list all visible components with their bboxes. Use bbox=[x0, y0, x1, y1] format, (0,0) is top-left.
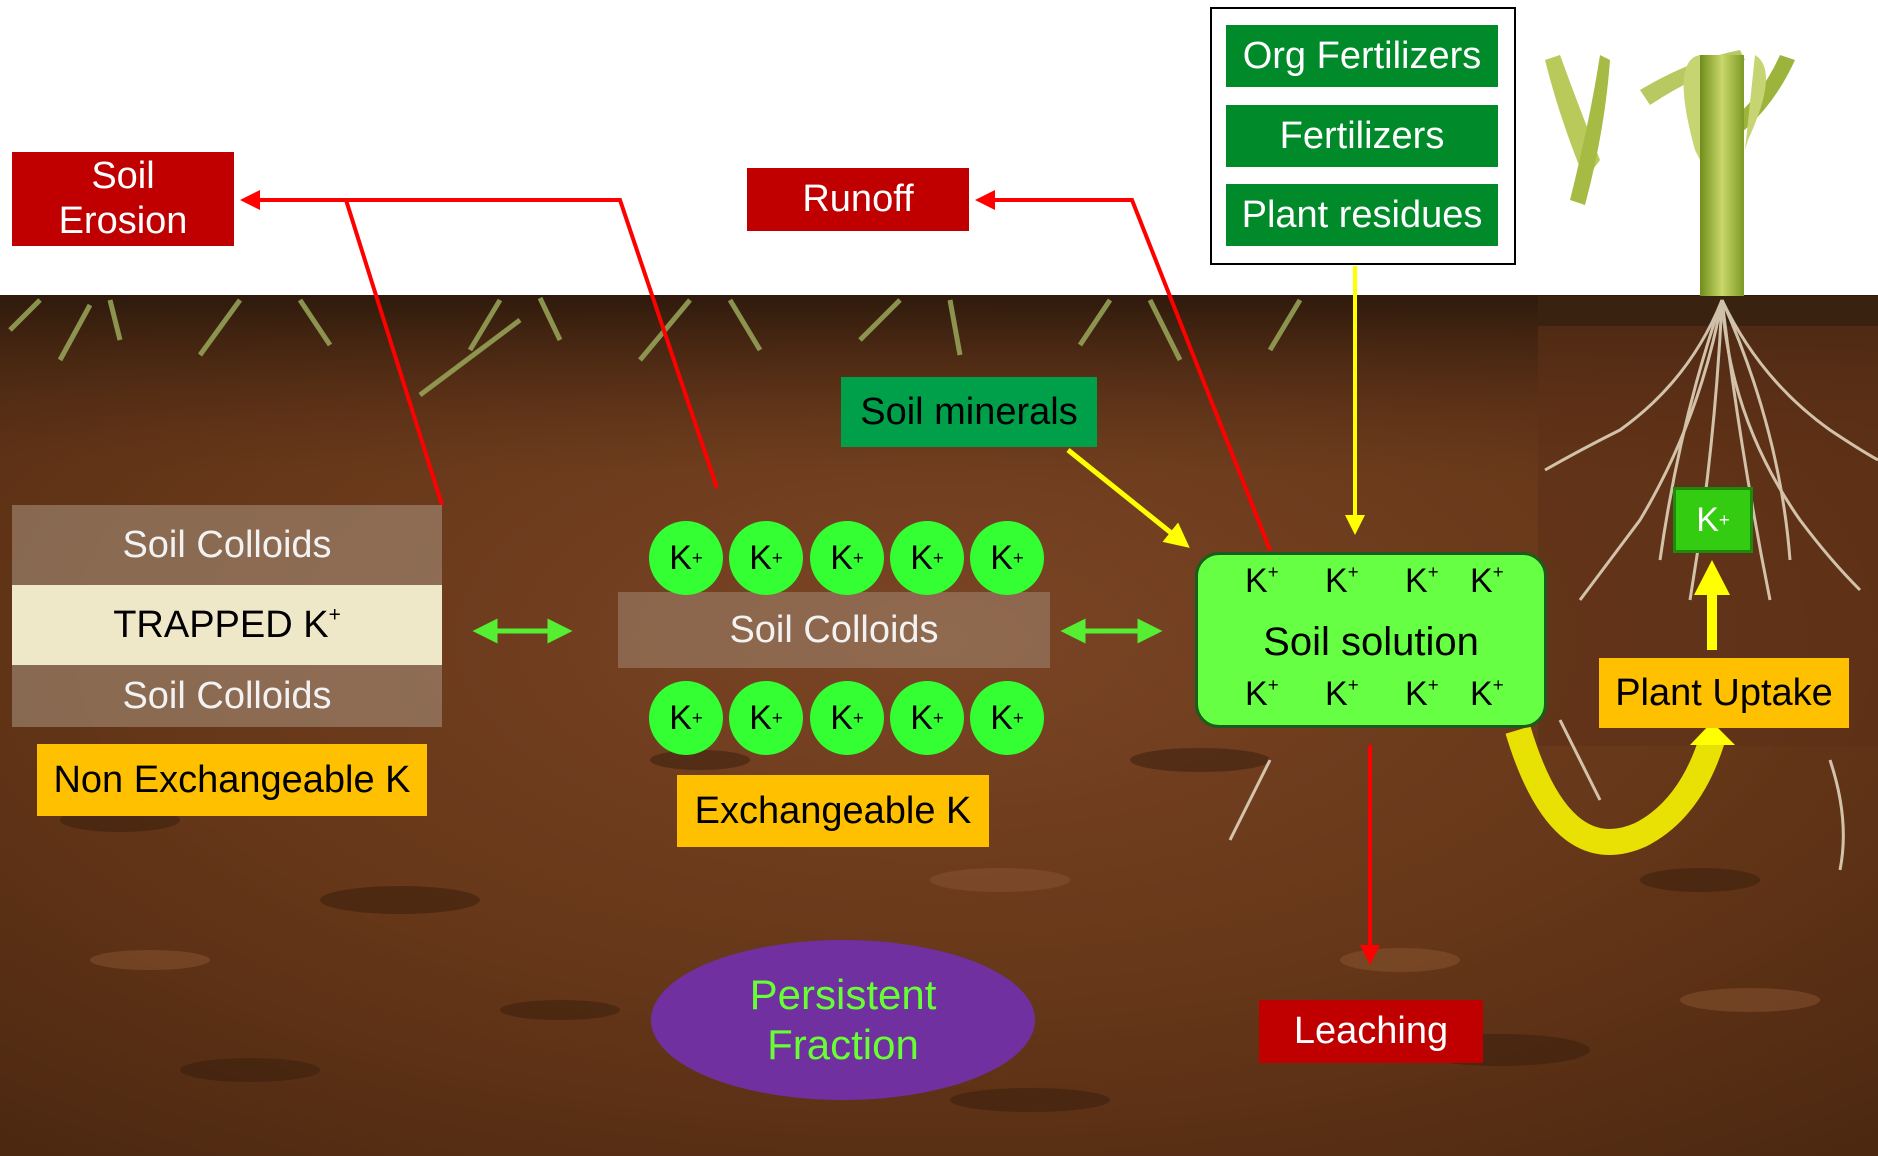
k-ion-label: K+ bbox=[1405, 673, 1439, 713]
grass-icon bbox=[8, 296, 1303, 397]
org-fertilizers-box: Org Fertilizers bbox=[1226, 25, 1498, 87]
runoff-arrow bbox=[975, 190, 1272, 551]
runoff-box: Runoff bbox=[747, 168, 969, 231]
plant-residues-label: Plant residues bbox=[1241, 193, 1483, 236]
soil-colloids-top: Soil Colloids bbox=[12, 505, 442, 585]
non-exchangeable-k-label: Non Exchangeable K bbox=[53, 758, 411, 801]
k-ion: K+ bbox=[890, 521, 964, 595]
k-ion: K+ bbox=[890, 681, 964, 755]
plant-uptake-label: Plant Uptake bbox=[1615, 671, 1833, 714]
k-ion: K+ bbox=[810, 521, 884, 595]
soil-solution-box bbox=[1195, 552, 1547, 728]
k-ion-label: K+ bbox=[1325, 673, 1359, 713]
trapped-k-label: TRAPPED K+ bbox=[113, 602, 341, 646]
soil-colloids-center: Soil Colloids bbox=[618, 592, 1050, 668]
org-fertilizers-label: Org Fertilizers bbox=[1242, 34, 1482, 77]
persistent-fraction-label: Persistent Fraction bbox=[749, 971, 937, 1068]
exchangeable-k-box: Exchangeable K bbox=[677, 775, 989, 847]
k-ion-label: K+ bbox=[1470, 673, 1504, 713]
soil-solution-title: Soil solution bbox=[1263, 620, 1479, 665]
k-ion: K+ bbox=[649, 681, 723, 755]
k-ion: K+ bbox=[729, 521, 803, 595]
soil-erosion-line1: Soil bbox=[91, 155, 155, 198]
fertilizers-label: Fertilizers bbox=[1279, 114, 1445, 157]
soil-solution-ions-bottom: K+ K+ K+ K+ bbox=[1195, 675, 1547, 725]
k-ion-label: K+ bbox=[1405, 560, 1439, 600]
minerals-input-arrow bbox=[1066, 448, 1190, 548]
exchangeable-k-label: Exchangeable K bbox=[694, 789, 972, 832]
k-ion-label: K+ bbox=[1470, 560, 1504, 600]
runoff-label: Runoff bbox=[802, 178, 914, 221]
persistent-fraction-ellipse bbox=[651, 940, 1035, 1100]
k-ion-label: K+ bbox=[1245, 560, 1279, 600]
uptake-arrow bbox=[1505, 560, 1735, 855]
k-ion: K+ bbox=[970, 521, 1044, 595]
soil-colloids-bottom: Soil Colloids bbox=[12, 665, 442, 727]
non-exchangeable-k-box: Non Exchangeable K bbox=[37, 744, 427, 816]
leaching-label: Leaching bbox=[1293, 1010, 1449, 1053]
soil-minerals-box: Soil minerals bbox=[841, 377, 1097, 447]
fertilizers-box: Fertilizers bbox=[1226, 105, 1498, 167]
trapped-k-band: TRAPPED K+ bbox=[12, 585, 442, 665]
soil-solution-ions-top: K+ K+ K+ K+ bbox=[1195, 562, 1547, 612]
k-ion: K+ bbox=[649, 521, 723, 595]
erosion-arrow bbox=[240, 190, 719, 506]
soil-erosion-box: Soil Erosion bbox=[12, 152, 234, 246]
k-ion-label: K+ bbox=[1245, 673, 1279, 713]
leaching-box: Leaching bbox=[1259, 1000, 1483, 1063]
k-ion: K+ bbox=[970, 681, 1044, 755]
soil-minerals-label: Soil minerals bbox=[860, 390, 1078, 433]
roots-icon bbox=[1228, 299, 1878, 871]
root-k-ion: K+ bbox=[1673, 487, 1753, 553]
soil-erosion-line2: Erosion bbox=[58, 200, 188, 242]
k-ion-label: K+ bbox=[1325, 560, 1359, 600]
plant-uptake-box: Plant Uptake bbox=[1599, 658, 1849, 728]
k-ion: K+ bbox=[810, 681, 884, 755]
k-ion: K+ bbox=[729, 681, 803, 755]
plant-residues-box: Plant residues bbox=[1226, 184, 1498, 246]
